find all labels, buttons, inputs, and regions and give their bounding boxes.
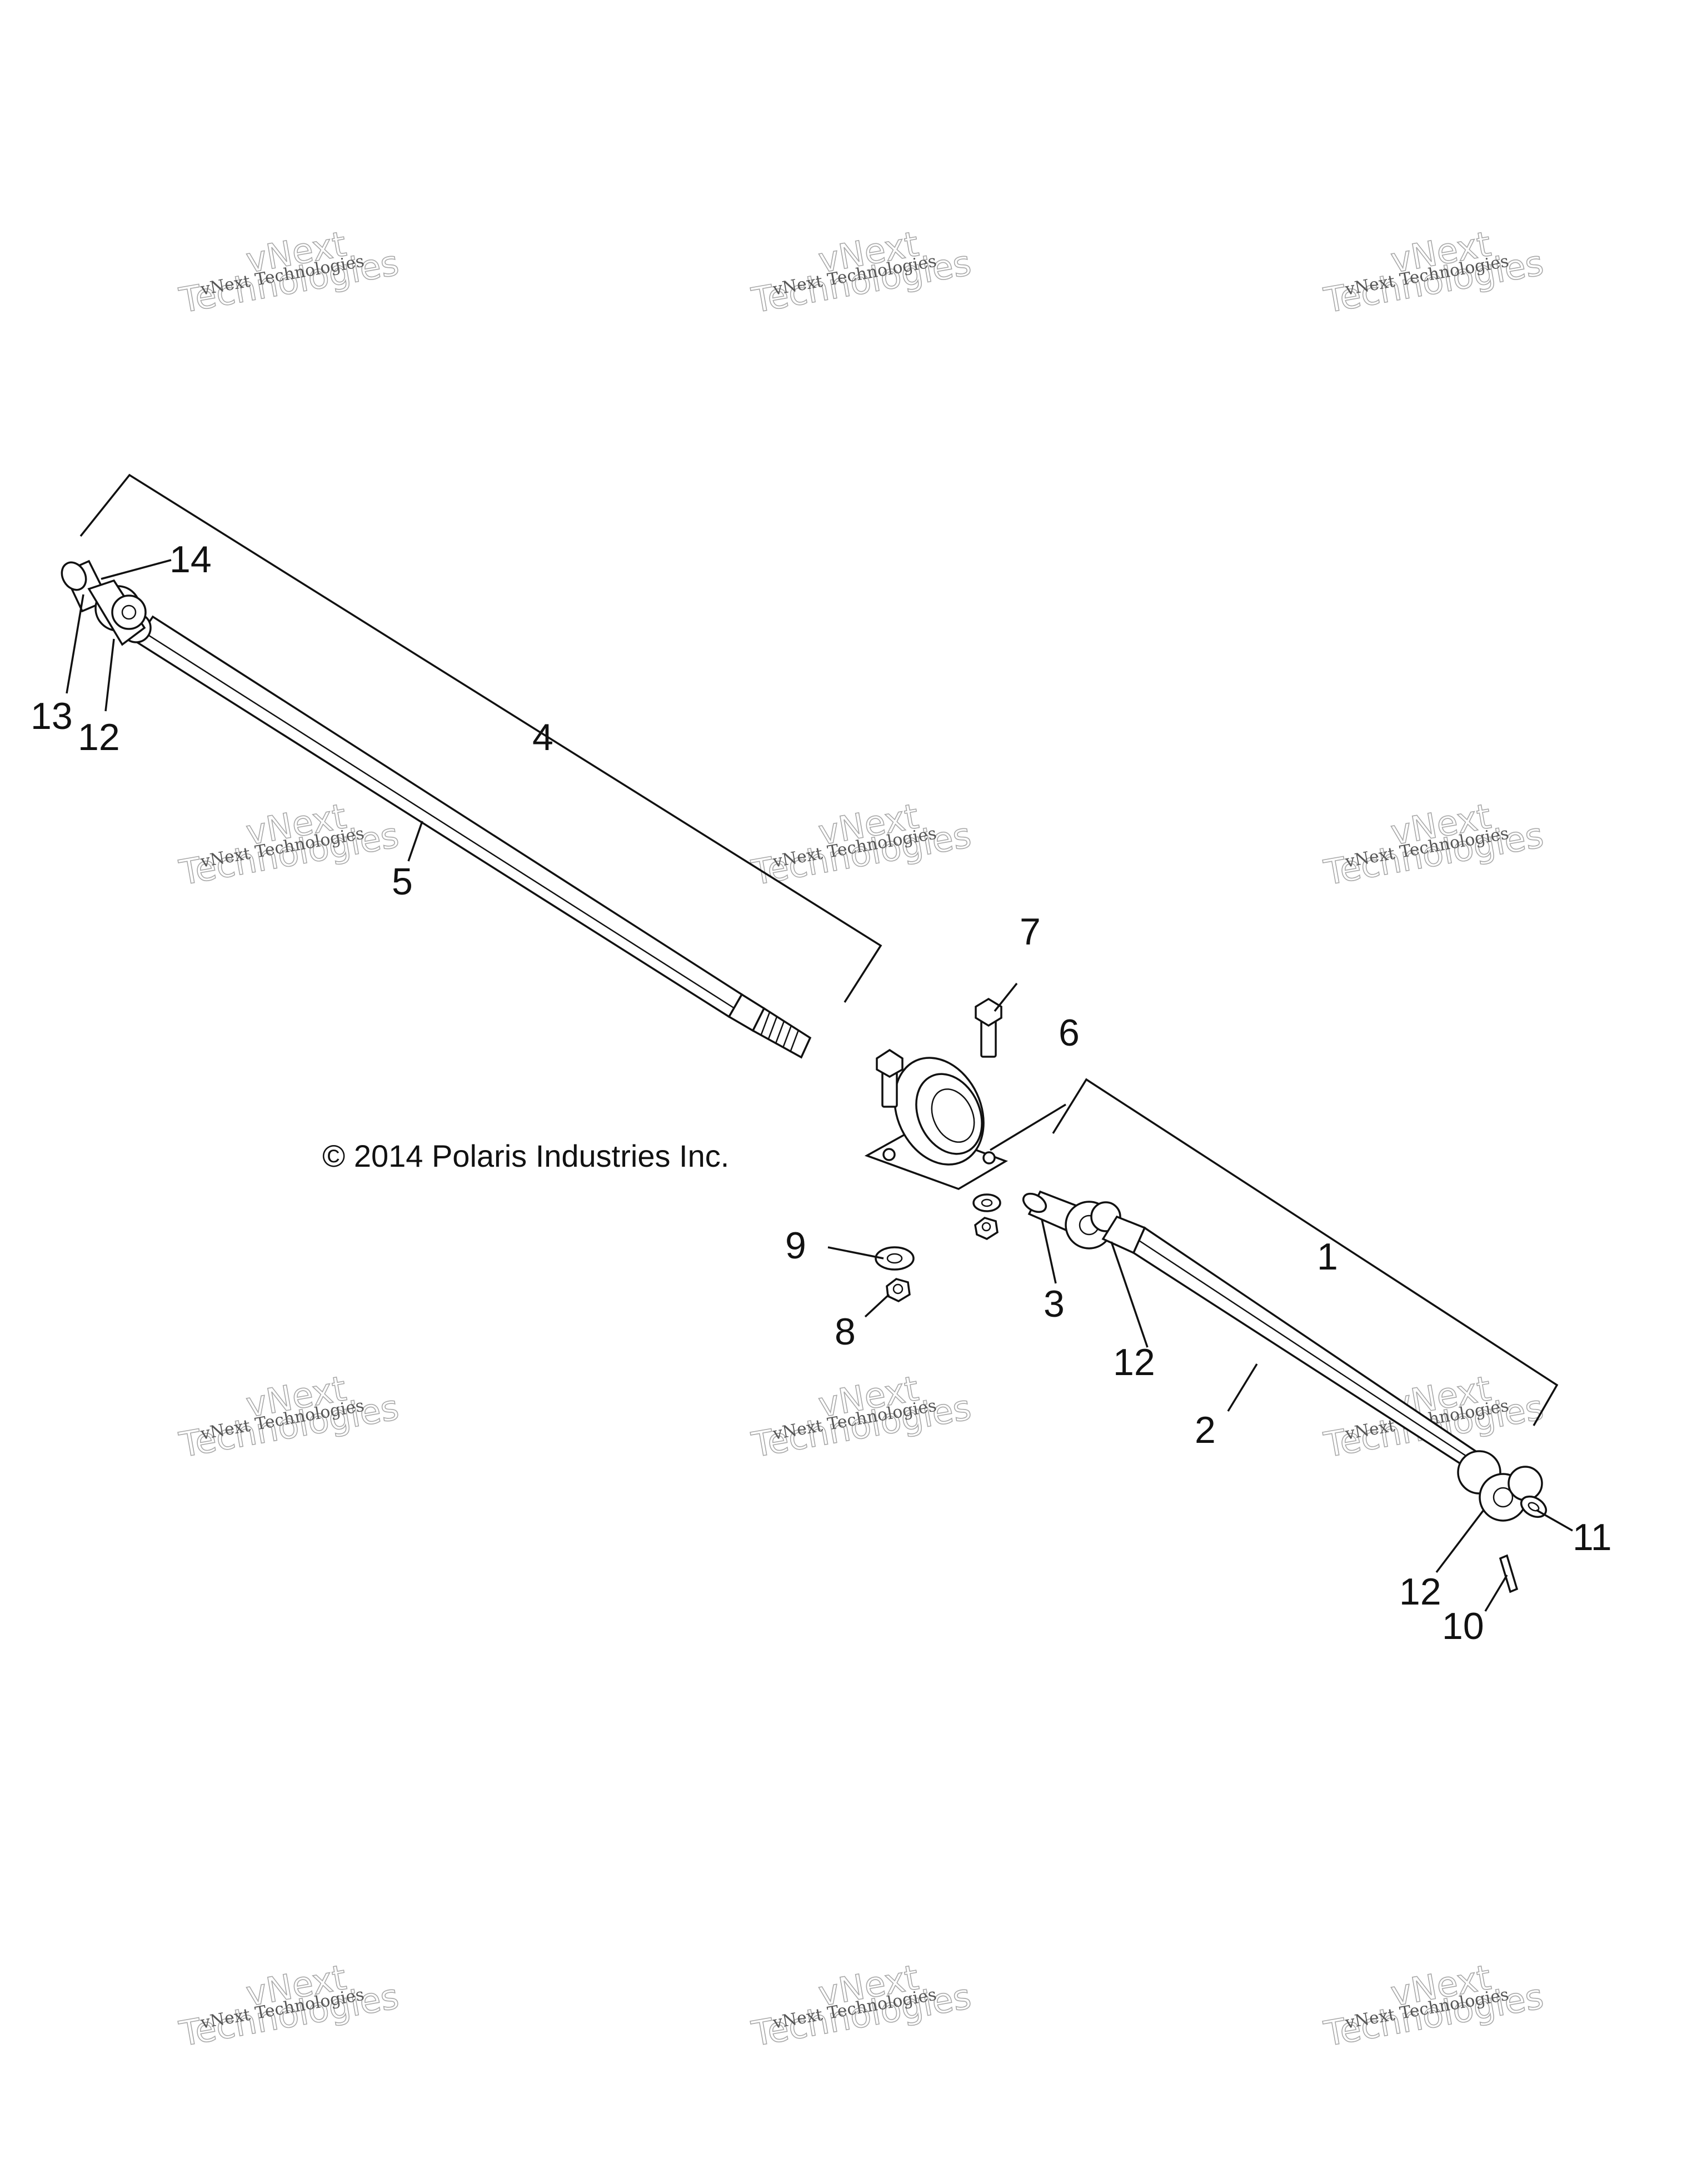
callout-3: 3 [1044, 1283, 1065, 1325]
callouts: 14 13 12 4 5 7 6 9 8 3 12 1 2 11 12 10 [31, 538, 1612, 1647]
nut-8 [886, 1278, 911, 1302]
assembly-bracket-4 [79, 473, 882, 1003]
callout-8: 8 [835, 1311, 856, 1353]
watermarks: Technologies vNext vNext Technologies Te… [176, 223, 1546, 2055]
assembly-bracket-1 [1052, 1078, 1559, 1426]
callout-12: 12 [1399, 1571, 1441, 1613]
callout-9: 9 [785, 1225, 806, 1267]
copyright-notice: © 2014 Polaris Industries Inc. [322, 1138, 729, 1173]
upper-driveshaft [61, 559, 812, 1059]
callout-7: 7 [1020, 911, 1041, 953]
watermark: Technologies vNext vNext Technologies [1320, 223, 1546, 321]
bolt-left [876, 1048, 904, 1108]
watermark: Technologies vNext vNext Technologies [748, 223, 974, 321]
watermark: Technologies vNext vNext Technologies [1320, 795, 1546, 893]
watermark: Technologies vNext vNext Technologies [176, 795, 402, 893]
callout-4: 4 [532, 716, 553, 758]
callout-2: 2 [1195, 1409, 1216, 1451]
nut-right [974, 1217, 999, 1240]
callout-5: 5 [392, 861, 413, 903]
washer-right [972, 1193, 1001, 1212]
watermark: Technologies vNext vNext Technologies [176, 223, 402, 321]
washer-9 [875, 1246, 915, 1271]
watermark: Technologies vNext vNext Technologies [748, 795, 974, 893]
callout-10: 10 [1442, 1605, 1484, 1647]
watermark: Technologies vNext vNext Technologies [748, 1367, 974, 1466]
callout-6: 6 [1059, 1012, 1080, 1054]
watermark: Technologies vNext vNext Technologies [176, 1956, 402, 2055]
callout-12: 12 [78, 716, 120, 758]
watermark: Technologies vNext vNext Technologies [1320, 1956, 1546, 2055]
leader-lines [66, 559, 1573, 1612]
bolt-right [975, 997, 1002, 1058]
callout-13: 13 [31, 695, 73, 737]
watermark: Technologies vNext vNext Technologies [176, 1367, 402, 1466]
roll-pin-10 [1499, 1554, 1519, 1593]
watermark: Technologies vNext vNext Technologies [748, 1956, 974, 2055]
callout-11: 11 [1573, 1516, 1612, 1558]
lower-driveshaft [1022, 1190, 1548, 1522]
callout-14: 14 [169, 538, 212, 581]
callout-1: 1 [1317, 1236, 1338, 1278]
callout-12: 12 [1113, 1341, 1155, 1383]
center-bearing [864, 1057, 1009, 1190]
